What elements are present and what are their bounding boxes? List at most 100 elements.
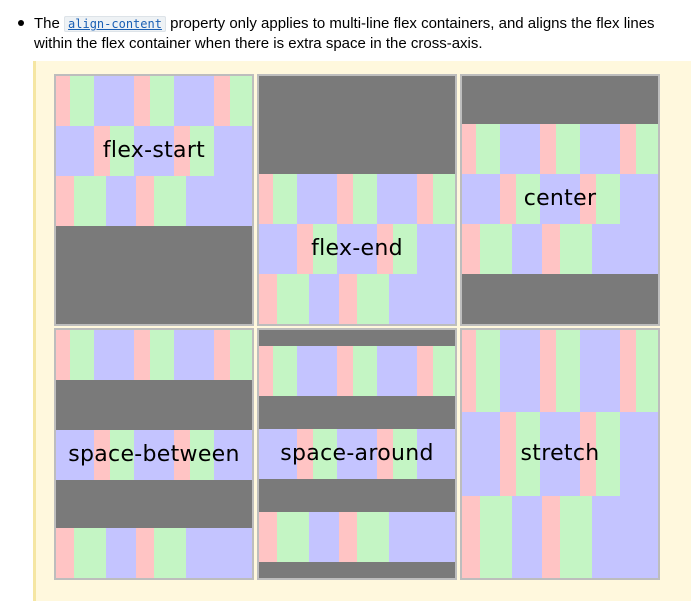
flex-item xyxy=(377,174,417,224)
flex-item xyxy=(596,412,620,496)
flex-lines xyxy=(462,330,658,578)
bullet-dot-icon xyxy=(18,20,24,26)
flex-item xyxy=(313,224,337,274)
flex-item xyxy=(273,346,297,396)
flex-item xyxy=(592,496,658,578)
flex-item xyxy=(56,330,70,380)
flex-item xyxy=(214,126,252,176)
flex-item xyxy=(339,512,357,562)
flex-item xyxy=(377,224,393,274)
flex-item xyxy=(56,76,70,126)
flex-item xyxy=(556,124,580,174)
flex-lines xyxy=(462,124,658,274)
flex-item xyxy=(277,512,309,562)
flex-item xyxy=(462,124,476,174)
flex-item xyxy=(540,330,556,412)
flex-item xyxy=(500,124,540,174)
flex-item xyxy=(214,330,230,380)
align-content-link[interactable]: align-content xyxy=(64,16,166,32)
flex-item xyxy=(190,126,214,176)
demo-center: center xyxy=(460,74,660,326)
flex-item xyxy=(542,496,560,578)
flex-item xyxy=(174,430,190,480)
flex-item xyxy=(337,429,377,479)
flex-item xyxy=(259,174,273,224)
flex-item xyxy=(433,346,455,396)
flex-item xyxy=(560,224,592,274)
flex-item xyxy=(74,528,106,578)
flex-item xyxy=(70,76,94,126)
flex-item xyxy=(174,76,214,126)
label-center: center xyxy=(523,186,597,211)
flex-item xyxy=(134,126,174,176)
flex-item xyxy=(70,330,94,380)
label-stretch: stretch xyxy=(520,441,600,466)
flex-item xyxy=(110,126,134,176)
flex-lines xyxy=(56,76,252,226)
flex-lines xyxy=(259,174,455,324)
flex-item xyxy=(154,528,186,578)
flex-item xyxy=(94,126,110,176)
flex-item xyxy=(136,528,154,578)
flex-item xyxy=(620,412,658,496)
flex-item xyxy=(337,224,377,274)
flex-item xyxy=(580,412,596,496)
flex-item xyxy=(150,330,174,380)
flex-item xyxy=(516,412,540,496)
flex-item xyxy=(620,124,636,174)
label-space-between: space-between xyxy=(68,442,240,467)
flex-item xyxy=(592,224,658,274)
flex-item xyxy=(462,330,476,412)
flex-item xyxy=(259,512,277,562)
label-space-around: space-around xyxy=(280,441,434,466)
flex-item xyxy=(74,176,106,226)
flex-item xyxy=(556,330,580,412)
flex-item xyxy=(540,124,556,174)
demo-flex-start: flex-start xyxy=(54,74,254,326)
flex-item xyxy=(516,174,540,224)
flex-item xyxy=(214,430,252,480)
flex-item xyxy=(353,174,377,224)
flex-item xyxy=(110,430,134,480)
demo-stretch: stretch xyxy=(460,328,660,580)
flex-item xyxy=(186,176,252,226)
flex-item xyxy=(230,330,252,380)
flex-item xyxy=(560,496,592,578)
flex-item xyxy=(230,76,252,126)
flex-item xyxy=(580,174,596,224)
flex-item xyxy=(259,274,277,324)
flex-lines xyxy=(56,330,252,578)
flex-item xyxy=(56,126,94,176)
flex-item xyxy=(339,274,357,324)
flex-item xyxy=(357,512,389,562)
flex-item xyxy=(174,330,214,380)
flex-item xyxy=(636,124,658,174)
flex-item xyxy=(462,224,480,274)
flex-item xyxy=(393,429,417,479)
flex-item xyxy=(106,528,136,578)
flex-item xyxy=(542,224,560,274)
flex-item xyxy=(277,274,309,324)
flex-item xyxy=(580,330,620,412)
flex-item xyxy=(136,176,154,226)
flex-item xyxy=(174,126,190,176)
flex-item xyxy=(377,346,417,396)
flex-item xyxy=(596,174,620,224)
flex-item xyxy=(94,430,110,480)
flex-item xyxy=(106,176,136,226)
flex-item xyxy=(389,274,455,324)
description-suffix: property only applies to multi-line flex… xyxy=(34,15,655,52)
flex-item xyxy=(259,346,273,396)
description-text: The align-content property only applies … xyxy=(34,14,684,54)
flex-item xyxy=(56,528,74,578)
flex-item xyxy=(462,412,500,496)
flex-item xyxy=(190,430,214,480)
flex-item xyxy=(377,429,393,479)
flex-item xyxy=(476,124,500,174)
flex-item xyxy=(186,528,252,578)
flex-item xyxy=(580,124,620,174)
flex-item xyxy=(259,429,297,479)
flex-item xyxy=(500,412,516,496)
flex-item xyxy=(462,496,480,578)
flex-item xyxy=(540,174,580,224)
